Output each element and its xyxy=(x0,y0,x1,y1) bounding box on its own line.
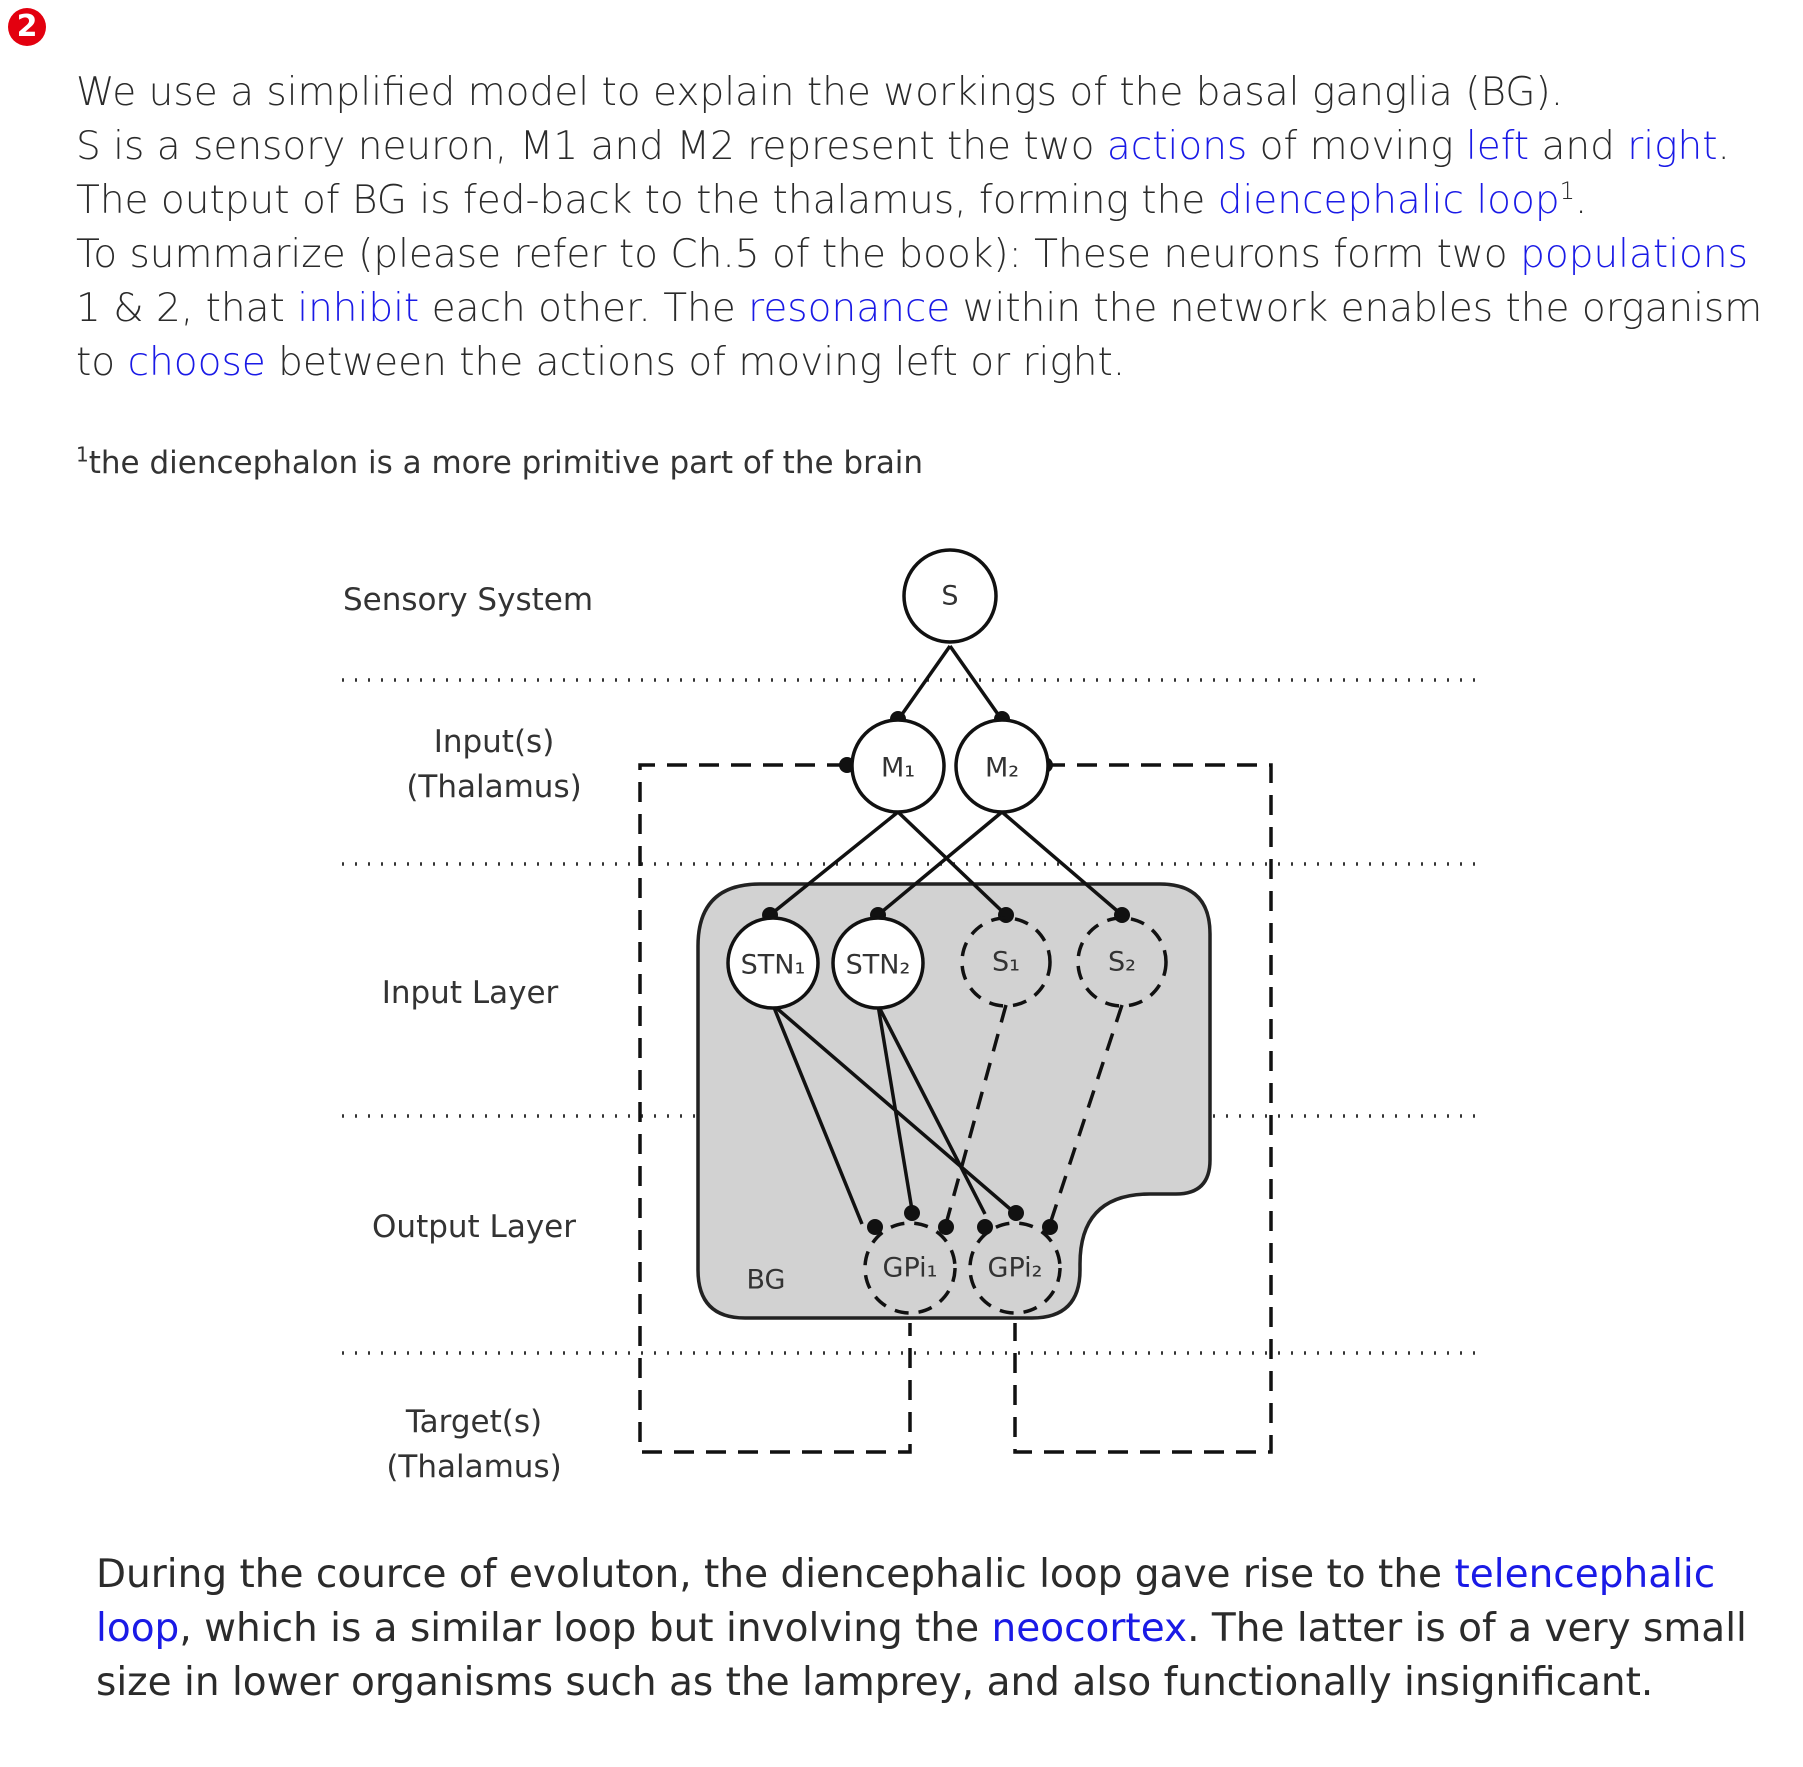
bg-region xyxy=(696,882,1212,1320)
term-neocortex: neocortex xyxy=(991,1606,1188,1651)
row-label-sensory: Sensory System xyxy=(343,582,593,618)
node-gpi1 xyxy=(863,1221,957,1315)
intro-line-3: The output of BG is fed-back to the thal… xyxy=(76,177,1588,223)
outro-text: During the cource of evoluton, the dienc… xyxy=(96,1548,1776,1710)
node-s-label: S xyxy=(941,581,958,612)
row-label-input-1: Input(s) xyxy=(434,724,555,760)
node-stn2-label: STN₂ xyxy=(846,950,911,981)
row-label-target-2: (Thalamus) xyxy=(386,1449,561,1485)
term-resonance: resonance xyxy=(748,286,951,331)
node-s xyxy=(902,548,998,644)
inhibitory-connections xyxy=(944,1004,1124,1225)
row-label-target-1: Target(s) xyxy=(405,1404,542,1440)
node-gpi2-label: GPi₂ xyxy=(988,1253,1043,1284)
node-s2-label: S₂ xyxy=(1108,947,1136,978)
outro-line-3: size in lower organisms such as the lamp… xyxy=(96,1660,1654,1705)
intro-text: We use a simplified model to explain the… xyxy=(76,66,1776,390)
outro-line-2: loop, which is a similar loop but involv… xyxy=(96,1606,1747,1651)
footnote-marker: 1 xyxy=(1559,177,1575,205)
term-diencephalic-loop: diencephalic loop xyxy=(1217,178,1560,223)
term-loop: loop xyxy=(96,1606,180,1651)
intro-line-1: We use a simplified model to explain the… xyxy=(76,70,1564,115)
node-m2-label: M₂ xyxy=(985,753,1019,784)
node-m1 xyxy=(850,718,946,814)
step-number-badge: 2 xyxy=(8,8,46,46)
term-right: right xyxy=(1627,124,1718,169)
node-m2 xyxy=(954,718,1050,814)
node-s1-label: S₁ xyxy=(992,947,1020,978)
row-label-input-layer: Input Layer xyxy=(382,975,559,1011)
row-label-input-2: (Thalamus) xyxy=(406,769,581,805)
footnote: 1the diencephalon is a more primitive pa… xyxy=(76,442,924,481)
intro-line-2: S is a sensory neuron, M1 and M2 represe… xyxy=(76,124,1730,169)
term-telencephalic: telencephalic xyxy=(1454,1552,1716,1597)
node-stn1 xyxy=(726,916,820,1010)
term-inhibit: inhibit xyxy=(297,286,420,331)
node-m1-label: M₁ xyxy=(881,753,915,784)
node-gpi1-label: GPi₁ xyxy=(883,1253,938,1284)
node-s2 xyxy=(1076,916,1168,1008)
intro-line-6: to choose between the actions of moving … xyxy=(76,340,1126,385)
term-actions: actions xyxy=(1106,124,1248,169)
row-label-output-layer: Output Layer xyxy=(372,1209,576,1245)
intro-line-5: 1 & 2, that inhibit each other. The reso… xyxy=(76,286,1763,331)
node-s1 xyxy=(960,916,1052,1008)
intro-line-4: To summarize (please refer to Ch.5 of th… xyxy=(76,232,1748,277)
feedback-loops xyxy=(638,763,1273,1454)
outro-line-1: During the cource of evoluton, the dienc… xyxy=(96,1552,1716,1597)
term-populations: populations xyxy=(1520,232,1748,277)
node-stn1-label: STN₁ xyxy=(741,950,806,981)
term-left: left xyxy=(1465,124,1530,169)
bg-label: BG xyxy=(747,1265,786,1296)
excitatory-connections xyxy=(768,644,1124,1225)
node-stn2 xyxy=(831,916,925,1010)
term-choose: choose xyxy=(127,340,266,385)
node-gpi2 xyxy=(968,1221,1062,1315)
